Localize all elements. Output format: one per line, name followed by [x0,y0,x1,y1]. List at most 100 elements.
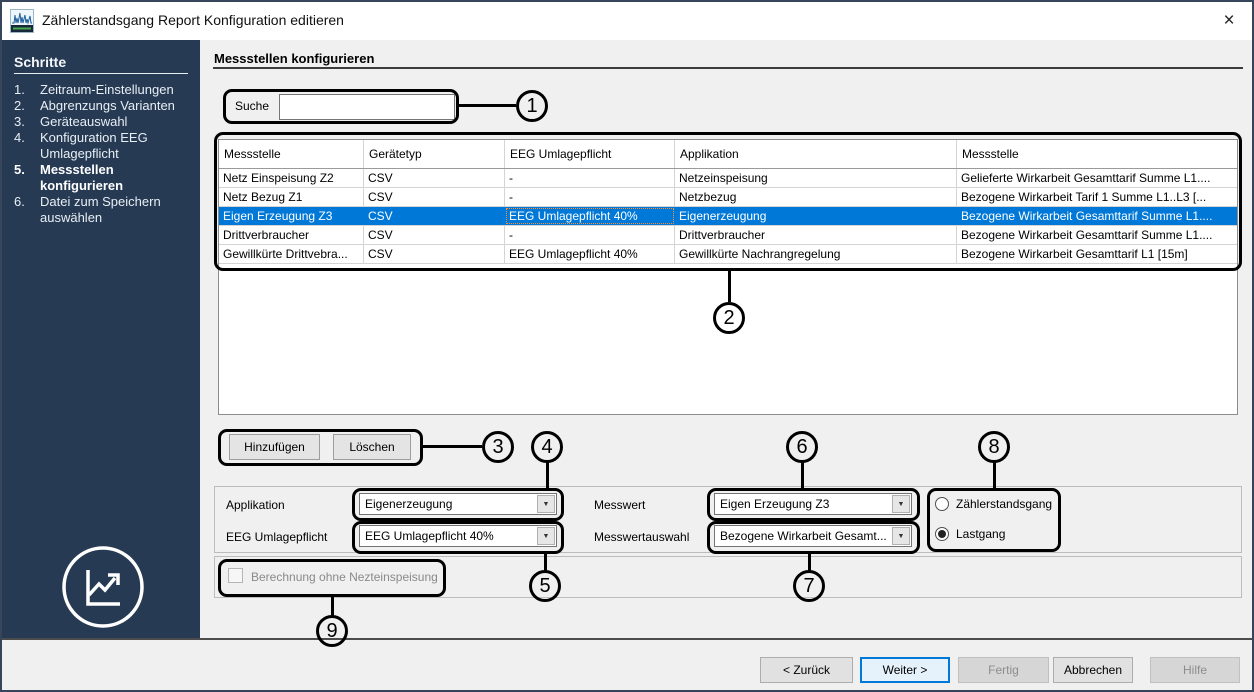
search-input[interactable] [279,94,455,120]
step-number: 5. [14,162,25,177]
table-cell[interactable]: Gewillkürte Nachrangregelung [675,245,957,263]
applikation-select[interactable]: Eigenerzeugung ▼ [359,493,557,515]
table-cell[interactable]: Netzeinspeisung [675,169,957,187]
step-label: Abgrenzungs Varianten [40,98,175,113]
annotation-line [801,462,804,489]
messwert-value: Eigen Erzeugung Z3 [720,497,830,511]
table-cell[interactable]: Netz Einspeisung Z2 [219,169,364,187]
chevron-down-icon[interactable]: ▼ [892,495,910,513]
table-cell[interactable]: Gewillkürte Drittvebra... [219,245,364,263]
messwertauswahl-value: Bezogene Wirkarbeit Gesamt... [720,529,887,543]
annotation-line [459,104,516,107]
annotation-line [993,462,996,489]
page-title-rule [213,67,1243,69]
sidebar-heading-rule [14,73,188,74]
table-cell[interactable]: CSV [364,188,505,206]
table-header-row: Messstelle Gerätetyp EEG Umlagepflicht A… [219,140,1237,169]
table-cell[interactable]: Bezogene Wirkarbeit Gesamttarif Summe L1… [961,209,1213,223]
step-number: 6. [14,194,25,209]
step-number: 2. [14,98,25,113]
step-label: Messstellen konfigurieren [40,162,124,193]
footer-button[interactable]: < Zurück [760,657,853,683]
column-header: Applikation [675,140,957,168]
table-cell[interactable]: CSV [364,245,505,263]
sidebar-heading: Schritte [14,54,67,70]
table-row[interactable]: Gewillkürte Drittvebra... CSV EEG Umlage… [219,245,1237,264]
sidebar-step-item: 3. Geräteauswahl [14,114,192,130]
messstellen-table[interactable]: Messstelle Gerätetyp EEG Umlagepflicht A… [218,139,1238,415]
search-label: Suche [235,99,270,113]
sidebar-step-item: 4. Konfiguration EEG Umlagepflicht [14,130,192,162]
step-number: 1. [14,82,25,97]
add-button[interactable]: Hinzufügen [229,434,320,460]
radio-label: Zählerstandsgang [956,497,1053,511]
table-cell[interactable]: Drittverbraucher [675,226,957,244]
step-label: Zeitraum-Einstellungen [40,82,174,97]
eeg-value: EEG Umlagepflicht 40% [365,529,494,543]
table-cell[interactable]: Bezogene Wirkarbeit Gesamttarif L1 [15m] [961,247,1188,261]
footer-button: Hilfe [1150,657,1240,683]
sidebar-step-item: 5. Messstellen konfigurieren [14,162,192,194]
annotation-number-3: 3 [482,431,514,463]
table-row[interactable]: Eigen Erzeugung Z3 CSV EEG Umlagepflicht… [219,207,1237,226]
annotation-line [423,445,482,448]
sidebar-step-item: 2. Abgrenzungs Varianten [14,98,192,114]
footer-button[interactable]: Abbrechen [1053,657,1133,683]
table-cell[interactable]: CSV [368,209,393,223]
step-number: 3. [14,114,25,129]
sidebar-step-item: 6. Datei zum Speichern auswählen [14,194,192,226]
eeg-label: EEG Umlagepflicht [226,530,328,544]
table-cell[interactable]: Netzbezug [675,188,957,206]
annotation-number-4: 4 [531,431,563,463]
page-title: Messstellen konfigurieren [214,51,375,66]
radio-zaehlerstandsgang[interactable]: Zählerstandsgang [935,497,1052,511]
step-label: Datei zum Speichern auswählen [40,194,161,225]
table-cell[interactable]: EEG Umlagepflicht 40% [505,207,675,225]
berechnung-checkbox-label: Berechnung ohne Nezteinspeisung [251,570,438,584]
annotation-line [546,462,549,489]
step-number: 4. [14,130,25,145]
berechnung-checkbox [228,568,243,583]
radio-lastgang[interactable]: Lastgang [935,527,1005,541]
table-row[interactable]: Netz Bezug Z1 CSV - Netzbezug Bezogene W… [219,188,1237,207]
table-cell[interactable]: Bezogene Wirkarbeit Tarif 1 Summe L1..L3… [961,190,1207,204]
table-cell[interactable]: - [505,188,675,206]
annotation-number-6: 6 [786,431,818,463]
footer-separator [2,638,1252,640]
footer-button[interactable]: Weiter > [860,657,950,683]
sidebar-step-item: 1. Zeitraum-Einstellungen [14,82,192,98]
chevron-down-icon[interactable]: ▼ [537,495,555,513]
step-label: Konfiguration EEG Umlagepflicht [40,130,148,161]
messwert-label: Messwert [594,498,646,512]
messwertauswahl-select[interactable]: Bezogene Wirkarbeit Gesamt... ▼ [714,525,912,547]
table-cell[interactable]: - [505,169,675,187]
column-header: Messstelle [962,147,1019,161]
annotation-number-8: 8 [978,431,1010,463]
eeg-select[interactable]: EEG Umlagepflicht 40% ▼ [359,525,557,547]
table-cell[interactable]: - [505,226,675,244]
table-cell[interactable]: Gelieferte Wirkarbeit Gesamttarif Summe … [961,171,1211,185]
table-cell[interactable]: Bezogene Wirkarbeit Gesamttarif Summe L1… [961,228,1213,242]
applikation-label: Applikation [226,498,285,512]
chevron-down-icon[interactable]: ▼ [892,527,910,545]
table-cell[interactable]: Drittverbraucher [219,226,364,244]
column-header: Messstelle [219,140,364,168]
table-body: Netz Einspeisung Z2 CSV - Netzeinspeisun… [219,169,1237,264]
table-cell[interactable]: EEG Umlagepflicht 40% [505,245,675,263]
checkbox-panel [214,556,1242,598]
close-icon[interactable]: × [1223,10,1235,31]
table-cell[interactable]: Eigenerzeugung [679,209,767,223]
title-bar: Zählerstandsgang Report Konfiguration ed… [2,2,1252,40]
radio-circle-icon [935,527,949,541]
table-cell[interactable]: Eigen Erzeugung Z3 [223,209,333,223]
chevron-down-icon[interactable]: ▼ [537,527,555,545]
table-row[interactable]: Netz Einspeisung Z2 CSV - Netzeinspeisun… [219,169,1237,188]
table-cell[interactable]: CSV [364,169,505,187]
messwert-select[interactable]: Eigen Erzeugung Z3 ▼ [714,493,912,515]
table-cell[interactable]: CSV [364,226,505,244]
table-row[interactable]: Drittverbraucher CSV - Drittverbraucher … [219,226,1237,245]
table-cell[interactable]: Netz Bezug Z1 [219,188,364,206]
delete-button[interactable]: Löschen [333,434,411,460]
column-header: Gerätetyp [364,140,505,168]
